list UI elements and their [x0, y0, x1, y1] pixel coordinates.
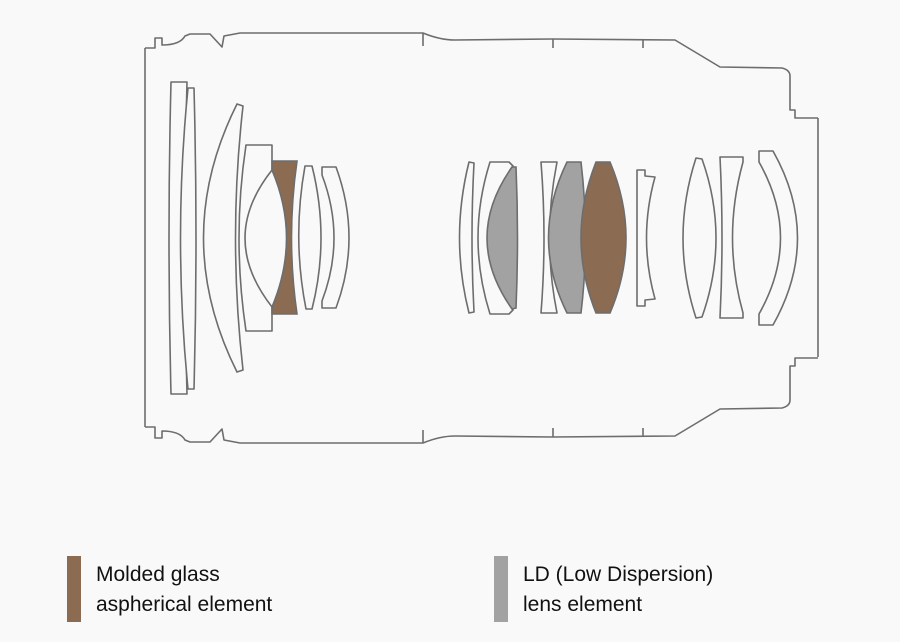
ld-lens-element [486, 166, 519, 310]
legend-ld-line2: lens element [523, 593, 643, 616]
legend-aspherical-line2: aspherical element [96, 593, 273, 616]
lens-element [238, 144, 273, 332]
lens-element [682, 157, 717, 319]
lens-element [719, 156, 744, 319]
lens-element [636, 169, 656, 307]
rear-lens-group [458, 150, 799, 326]
aspherical-lens-element [580, 161, 627, 314]
lens-element [321, 166, 350, 309]
lens-element [202, 103, 244, 373]
lens-element [758, 150, 799, 326]
lens-element [458, 161, 475, 314]
aspherical-swatch [67, 556, 81, 622]
legend-ld-line1: LD (Low Dispersion) [523, 563, 714, 586]
ld-swatch [494, 556, 508, 622]
legend-aspherical-line1: Molded glass [96, 563, 220, 586]
aspherical-lens-element [271, 160, 298, 315]
front-lens-group [168, 81, 350, 395]
ld-lens-element [547, 161, 587, 314]
legend-aspherical: Molded glass aspherical element [67, 556, 272, 622]
lens-element [297, 165, 322, 310]
legend-ld: LD (Low Dispersion) lens element [494, 556, 713, 622]
lens-element [179, 87, 197, 390]
lens-barrel-outline [144, 32, 819, 444]
